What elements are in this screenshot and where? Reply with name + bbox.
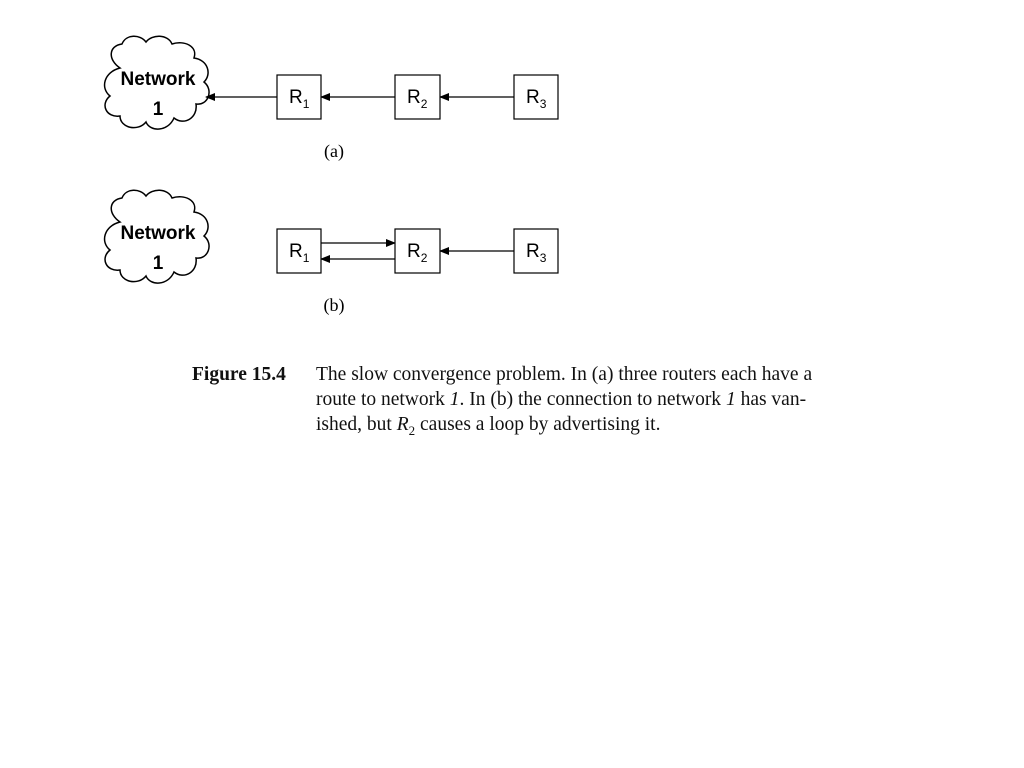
caption-line-2: route to network 1. In (b) the connectio… bbox=[316, 387, 930, 412]
svg-text:R2: R2 bbox=[407, 87, 428, 111]
router-r2-b: R2 bbox=[394, 228, 441, 274]
network-label-line1: Network bbox=[121, 223, 196, 244]
router-r3-a: R3 bbox=[513, 74, 559, 120]
router-r2-a: R2 bbox=[394, 74, 441, 120]
caption-text: The slow convergence problem. In (a) thr… bbox=[316, 362, 930, 443]
caption-text-span: ished, but bbox=[316, 414, 397, 435]
network-number: 1 bbox=[449, 389, 460, 410]
router-letter: R bbox=[407, 241, 421, 262]
router-r1-a: R1 bbox=[276, 74, 322, 120]
router-symbol-subscript: 2 bbox=[408, 422, 416, 438]
network-label-line2: 1 bbox=[153, 253, 164, 274]
part-label-a: (a) bbox=[324, 141, 344, 162]
svg-text:R3: R3 bbox=[526, 241, 547, 265]
svg-text:R1: R1 bbox=[289, 87, 310, 111]
network-label-line1: Network bbox=[121, 69, 196, 90]
cloud-icon bbox=[103, 189, 210, 284]
diagram-part-b: Network 1 R1 R2 R3 (b) bbox=[103, 189, 559, 316]
svg-text:R3: R3 bbox=[526, 87, 547, 111]
router-subscript: 3 bbox=[540, 251, 547, 265]
router-r3-b: R3 bbox=[513, 228, 559, 274]
router-letter: R bbox=[289, 241, 303, 262]
network-cloud-a: Network 1 bbox=[103, 35, 210, 130]
caption-text-span: has van- bbox=[735, 389, 807, 410]
router-r1-b: R1 bbox=[276, 228, 322, 274]
network-cloud-b: Network 1 bbox=[103, 189, 210, 284]
svg-text:R2: R2 bbox=[407, 241, 428, 265]
caption-line-3: ished, but R2 causes a loop by advertisi… bbox=[316, 412, 930, 443]
caption-text-span: causes a loop by advertising it. bbox=[415, 414, 661, 435]
router-letter: R bbox=[526, 241, 540, 262]
router-subscript: 1 bbox=[303, 251, 310, 265]
caption-text-span: . In (b) the connection to network bbox=[459, 389, 726, 410]
router-subscript: 3 bbox=[540, 97, 547, 111]
router-subscript: 2 bbox=[421, 97, 428, 111]
part-label-b: (b) bbox=[324, 295, 345, 316]
svg-text:R1: R1 bbox=[289, 241, 310, 265]
network-number: 1 bbox=[725, 389, 736, 410]
caption-text-span: route to network bbox=[316, 389, 450, 410]
network-label-line2: 1 bbox=[153, 99, 164, 120]
router-subscript: 2 bbox=[421, 251, 428, 265]
router-subscript: 1 bbox=[303, 97, 310, 111]
figure-label: Figure 15.4 bbox=[192, 364, 286, 385]
router-letter: R bbox=[289, 87, 303, 108]
diagram-part-a: Network 1 R1 R2 R3 (a) bbox=[103, 35, 559, 162]
router-letter: R bbox=[526, 87, 540, 108]
caption-line-1: The slow convergence problem. In (a) thr… bbox=[316, 364, 813, 385]
router-symbol: R bbox=[396, 414, 409, 435]
routing-diagram: Network 1 R1 R2 R3 (a) Network 1 bbox=[103, 35, 559, 316]
router-letter: R bbox=[407, 87, 421, 108]
